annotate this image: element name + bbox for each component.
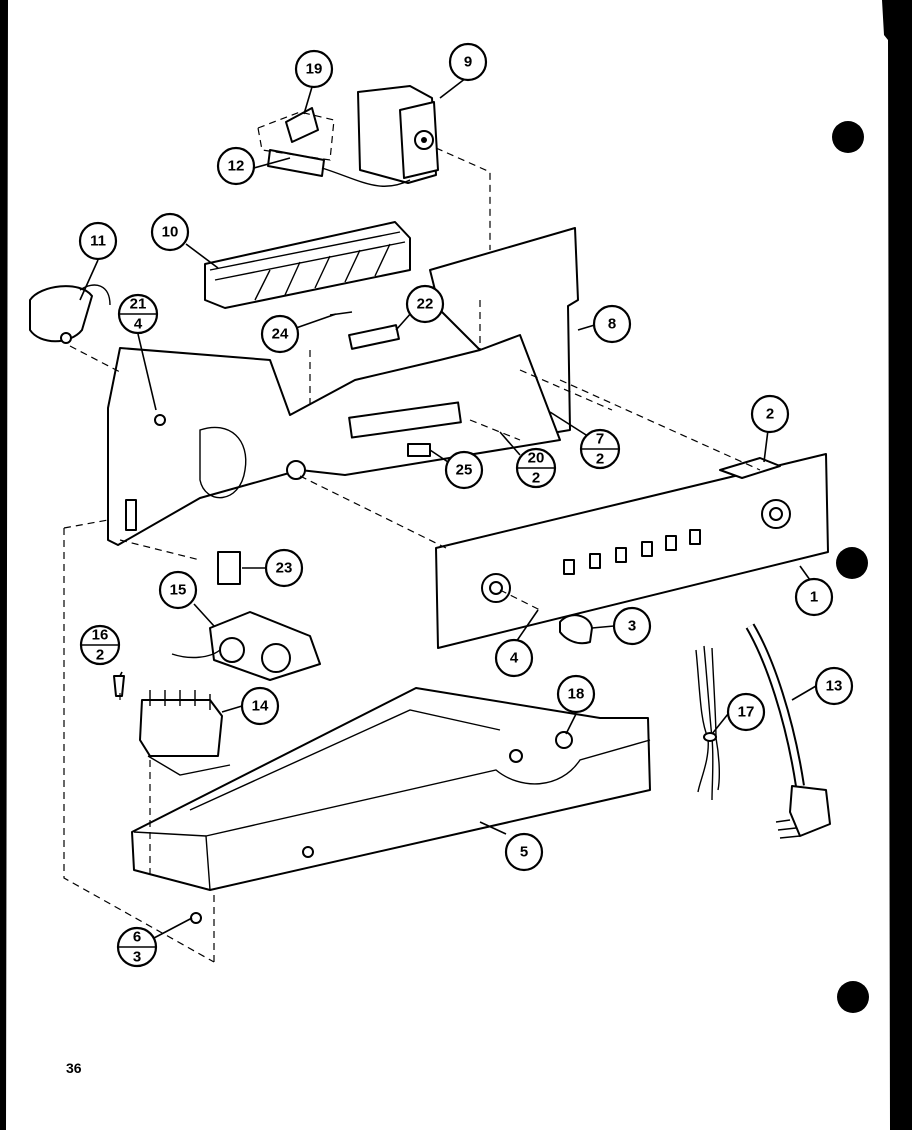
callout-4: 4: [494, 638, 534, 678]
svg-text:13: 13: [826, 678, 843, 695]
svg-text:4: 4: [510, 650, 519, 667]
assembly-guide-lines: [63, 147, 761, 963]
callout-13: 13: [814, 666, 854, 706]
callout-20-over-2: 202: [515, 447, 557, 489]
svg-text:24: 24: [272, 326, 289, 343]
main-housing: [107, 334, 561, 546]
binder-hole-middle: [836, 547, 868, 579]
svg-text:8: 8: [608, 316, 616, 333]
callout-23: 23: [264, 548, 304, 588]
svg-text:17: 17: [738, 704, 755, 721]
svg-text:2: 2: [766, 406, 774, 423]
callout-15: 15: [158, 570, 198, 610]
svg-text:2: 2: [532, 470, 540, 487]
part-3-knob: [559, 614, 593, 645]
callout-8: 8: [592, 304, 632, 344]
part-6-screw: [190, 912, 202, 924]
callout-10: 10: [150, 212, 190, 252]
svg-text:19: 19: [306, 61, 323, 78]
page-number: 36: [66, 1060, 82, 1076]
svg-text:3: 3: [133, 949, 141, 966]
part-14-relay: [139, 690, 231, 776]
callout-22: 22: [405, 284, 445, 324]
svg-text:11: 11: [90, 233, 106, 250]
part-9-control: [357, 85, 439, 184]
svg-text:2: 2: [96, 647, 104, 664]
svg-text:5: 5: [520, 844, 528, 861]
svg-text:20: 20: [528, 450, 545, 467]
callout-11: 11: [78, 221, 118, 261]
part-23-switch: [217, 551, 241, 585]
part-13-power-cord: [745, 623, 831, 839]
callout-5: 5: [504, 832, 544, 872]
part-19-12-sensor: [257, 107, 411, 187]
part-25: [407, 443, 431, 457]
svg-text:15: 15: [170, 582, 187, 599]
svg-text:4: 4: [134, 316, 143, 333]
svg-text:12: 12: [228, 158, 245, 175]
callout-18: 18: [556, 674, 596, 714]
part-22-24-connector: [329, 311, 400, 350]
callout-2: 2: [750, 394, 790, 434]
leader-lines: [79, 77, 817, 939]
svg-text:9: 9: [464, 54, 472, 71]
svg-text:23: 23: [276, 560, 293, 577]
svg-text:18: 18: [568, 686, 585, 703]
binder-hole-bottom: [837, 981, 869, 1013]
svg-text:22: 22: [417, 296, 434, 313]
svg-text:14: 14: [252, 698, 269, 715]
part-1-front-panel: [435, 453, 829, 649]
callout-9: 9: [448, 42, 488, 82]
callout-24: 24: [260, 314, 300, 354]
callout-3: 3: [612, 606, 652, 646]
callout-6-over-3: 63: [116, 926, 158, 968]
callout-16-over-2: 162: [79, 624, 121, 666]
callout-17: 17: [726, 692, 766, 732]
callout-25: 25: [444, 450, 484, 490]
svg-text:21: 21: [130, 296, 147, 313]
callout-14: 14: [240, 686, 280, 726]
svg-text:3: 3: [628, 618, 636, 635]
part-18-screw: [555, 731, 573, 749]
svg-text:6: 6: [133, 929, 141, 946]
svg-text:1: 1: [810, 589, 818, 606]
binder-hole-top: [832, 121, 864, 153]
part-15-solenoid: [171, 611, 321, 681]
callout-7-over-2: 72: [579, 428, 621, 470]
svg-text:2: 2: [596, 451, 604, 468]
part-5-tray: [131, 687, 651, 891]
callout-12: 12: [216, 146, 256, 186]
callout-1: 1: [794, 577, 834, 617]
svg-text:25: 25: [456, 462, 473, 479]
callout-19: 19: [294, 49, 334, 89]
svg-text:16: 16: [92, 627, 109, 644]
part-10-bracket: [204, 221, 411, 309]
part-2: [719, 457, 781, 479]
svg-text:10: 10: [162, 224, 179, 241]
callout-21-over-4: 214: [117, 293, 159, 335]
part-11-motor: [29, 284, 111, 344]
svg-text:7: 7: [596, 431, 604, 448]
part-17-wire-harness: [695, 645, 721, 801]
part-16-screw: [113, 675, 125, 697]
